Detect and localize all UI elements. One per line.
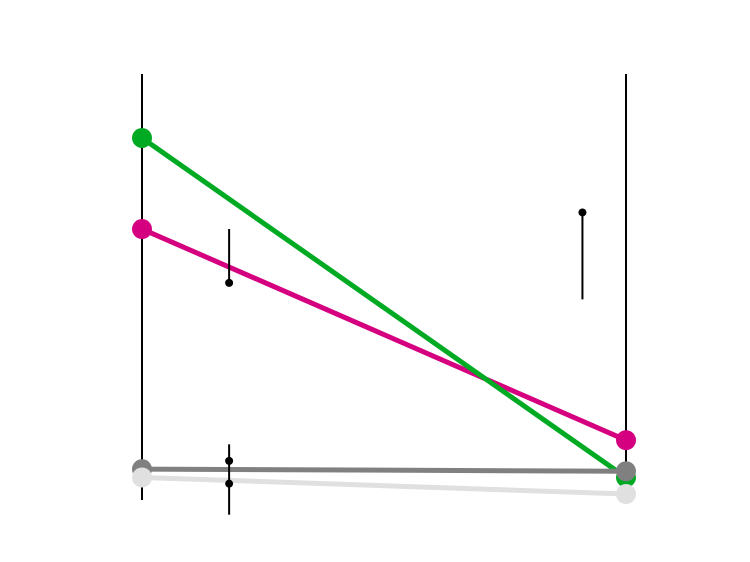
series-4-point-2 — [616, 484, 636, 504]
error-point-4 — [578, 208, 587, 217]
series-layer — [132, 127, 636, 504]
series-line-2 — [139, 135, 629, 480]
error-point-3 — [225, 479, 234, 488]
series-1-point-1 — [132, 219, 152, 240]
error-point-1 — [225, 278, 234, 287]
series-1-point-2 — [616, 430, 636, 451]
series-line-3 — [139, 466, 629, 474]
series-line-1 — [139, 226, 629, 443]
series-4-point-1 — [132, 467, 152, 488]
series-line-4 — [139, 474, 629, 497]
error-markers-layer — [225, 208, 587, 515]
series-2-point-1 — [132, 127, 152, 148]
error-point-2 — [225, 456, 234, 465]
series-3-point-2 — [616, 461, 636, 482]
axes-layer — [141, 74, 627, 500]
